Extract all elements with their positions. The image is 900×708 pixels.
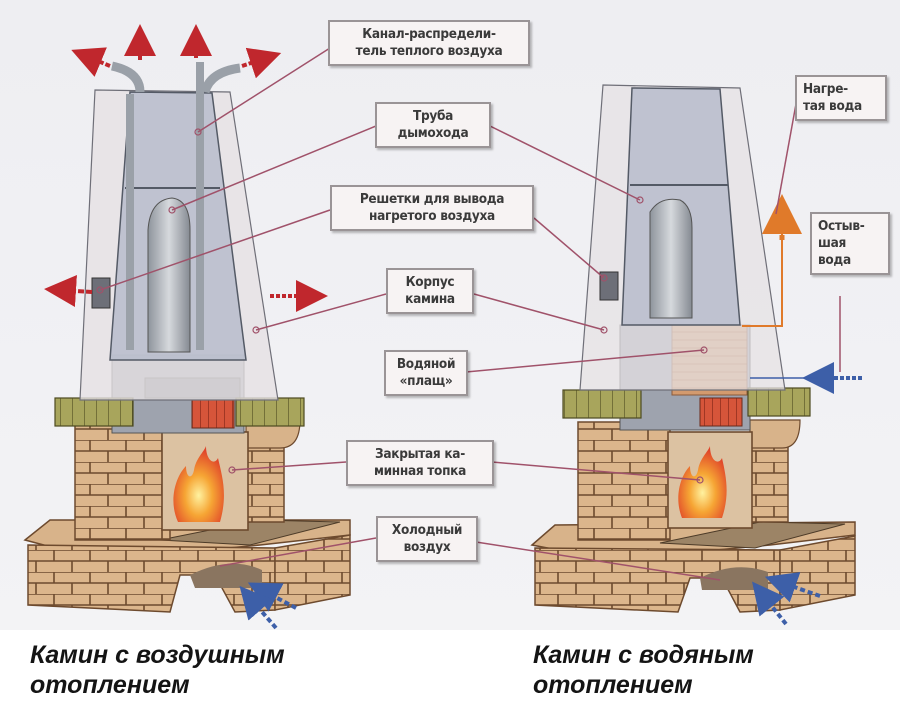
label-cooled-water: Остыв- шая вода [810,212,890,275]
label-line: Канал-распредели- [362,26,496,42]
label-cold-air: Холодный воздух [376,516,478,562]
mantel-left [562,389,642,419]
caption-line: Камин с водяным [533,641,754,669]
label-line: Водяной [396,356,456,372]
label-line: Труба [412,108,454,124]
mantel-right [235,397,305,427]
label-line: Закрытая ка- [375,446,465,462]
diagram-canvas: Канал-распредели- тель теплого воздуха Т… [0,0,900,630]
flame [173,446,224,522]
caption-water-heating: Камин с водяным отоплением [533,640,754,700]
label-line: Решетки для вывода [359,191,505,207]
label-hot-air-grilles: Решетки для вывода нагретого воздуха [330,185,534,231]
label-line: Корпус [405,274,455,290]
mantel-right [747,387,811,417]
label-water-jacket: Водяной «плащ» [384,350,468,396]
hot-air-arrows [44,24,328,312]
cold-air-arrows [752,572,821,626]
left-brick-pillar [74,421,171,541]
label-line: тель теплого воздуха [355,43,503,59]
cold-air-arrows [239,582,297,630]
caption-line: отоплением [533,671,693,699]
water-heating-fireplace [530,84,862,626]
brick-base [23,519,351,613]
air-heating-fireplace [23,24,351,630]
label-line: камина [405,291,455,307]
caption-line: отоплением [30,671,190,699]
label-chimney-pipe: Труба дымохода [375,102,491,148]
hot-air-grille [599,271,619,301]
mantel-left [54,397,134,427]
label-line: «плащ» [399,373,453,389]
label-line: дымохода [397,125,469,141]
label-warm-air-channel: Канал-распредели- тель теплого воздуха [328,20,530,66]
label-line: Нагре- [803,81,848,97]
caption-line: Камин с воздушным [30,641,285,669]
hot-water-pipe [742,222,783,327]
leader-lines [99,47,841,581]
label-line: вода [818,252,851,268]
label-line: минная топка [373,463,467,479]
label-fireplace-body: Корпус камина [386,268,474,314]
label-heated-water: Нагре- тая вода [795,75,887,121]
caption-area: Камин с воздушным отоплением Камин с вод… [0,630,900,708]
fireplace-illustration [23,24,862,630]
label-line: Холодный [391,522,463,538]
label-line: тая вода [803,98,862,114]
red-grille [699,397,743,427]
label-line: нагретого воздуха [369,208,495,224]
leader-dots [96,128,708,484]
left-brick-pillar [577,421,671,541]
label-line: шая [818,235,846,251]
chimney-pipe [147,197,191,353]
label-line: воздух [403,539,451,555]
chimney-pipe [649,198,693,319]
label-closed-firebox: Закрытая ка- минная топка [346,440,494,486]
label-line: Остыв- [818,218,865,234]
red-grille [191,399,235,429]
caption-air-heating: Камин с воздушным отоплением [30,640,285,700]
